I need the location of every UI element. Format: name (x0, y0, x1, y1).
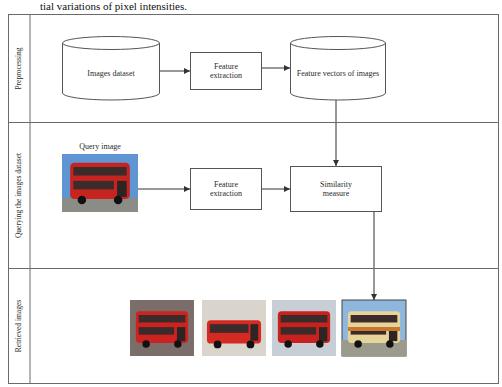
cylinder-body (63, 43, 160, 100)
lane-title: Preprocessing (9, 17, 30, 120)
lane-title: Retrieved images (9, 271, 30, 381)
node-label: Feature vectors of images (297, 69, 379, 78)
flow-arrow (374, 212, 375, 300)
flow-arrow (262, 189, 290, 190)
process-box: Feature extraction (190, 168, 262, 210)
retrieved-photo (202, 300, 266, 356)
swimlane-band: PreprocessingImages dataset Feature extra… (8, 14, 499, 123)
query-photo (62, 154, 138, 212)
swimlane-band: Retrieved images (8, 268, 499, 384)
retrieved-photo (272, 300, 336, 356)
flow-arrow (336, 100, 337, 166)
cylinder-top (291, 37, 386, 50)
cylinder-top (63, 37, 160, 50)
node-label: Similarity measure (311, 180, 361, 198)
query-image: Query image (62, 142, 138, 214)
retrieved-photo (342, 300, 406, 356)
lane-title: Querying the images dataset (9, 125, 30, 266)
caption-text: tial variations of pixel intensities. (40, 0, 187, 12)
node-label: Query image (79, 142, 121, 151)
database-cylinder: Feature vectors of images (290, 36, 386, 100)
flow-arrow (138, 189, 190, 190)
cylinder-outline (62, 36, 160, 100)
retrieved-photo (130, 300, 194, 356)
flow-arrow (262, 68, 290, 69)
cylinder-outline (290, 36, 386, 100)
lane-divider (30, 14, 31, 384)
swimlane-band: Querying the images dataset Query imageFe… (8, 122, 499, 269)
process-box: Similarity measure (290, 166, 382, 212)
process-box: Feature extraction (190, 52, 262, 90)
node-label: Feature extraction (203, 62, 249, 80)
node-label: Feature extraction (203, 180, 249, 198)
node-label: Images dataset (87, 69, 134, 78)
database-cylinder: Images dataset (62, 36, 160, 100)
cylinder-body (291, 43, 386, 100)
flow-arrow (160, 71, 190, 72)
